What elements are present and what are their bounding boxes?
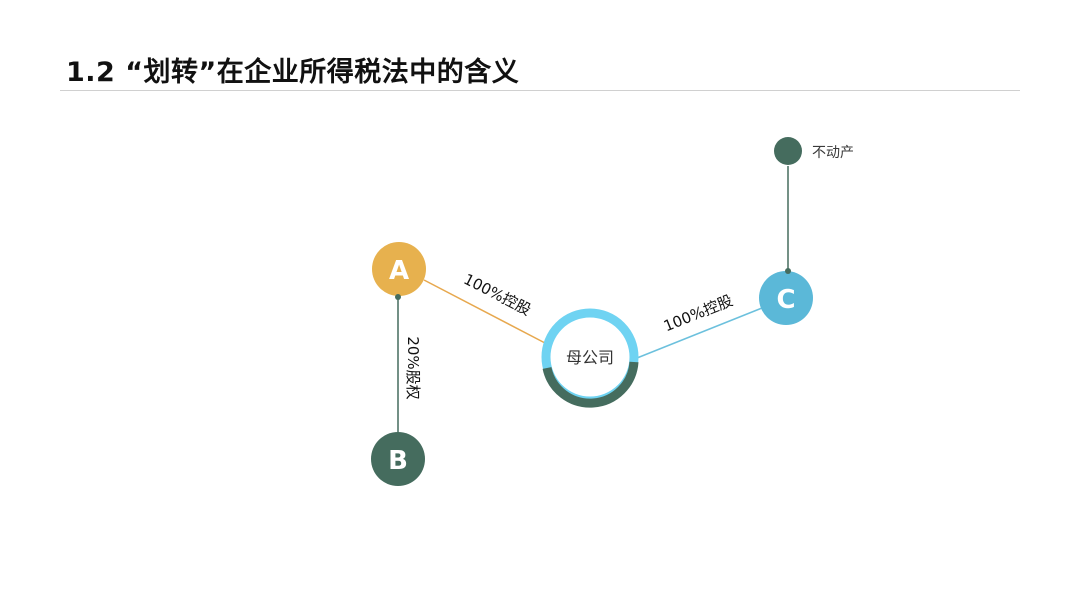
title-divider: [60, 90, 1020, 91]
edge-label-parent-c: 100%控股: [661, 291, 735, 335]
edge-parent-to-c: [636, 307, 763, 359]
node-b: B: [371, 432, 425, 486]
node-b-label: B: [388, 446, 408, 476]
property-label: 不动产: [812, 145, 854, 161]
edge-a-to-parent: [423, 279, 546, 344]
parent-company-node: 母公司: [541, 308, 639, 408]
parent-company-label: 母公司: [566, 348, 614, 367]
edge-label-a-parent: 100%控股: [461, 270, 534, 319]
node-c-label: C: [776, 285, 795, 315]
node-a: A: [372, 242, 426, 300]
node-a-label: A: [389, 256, 409, 286]
node-c: C: [759, 268, 813, 325]
property-node: 不动产: [774, 137, 854, 165]
slide-title: 1.2 “划转”在企业所得税法中的含义: [66, 57, 520, 88]
edge-label-a-b: 20%股权: [404, 336, 422, 399]
parent-ring-segment: [542, 361, 639, 408]
